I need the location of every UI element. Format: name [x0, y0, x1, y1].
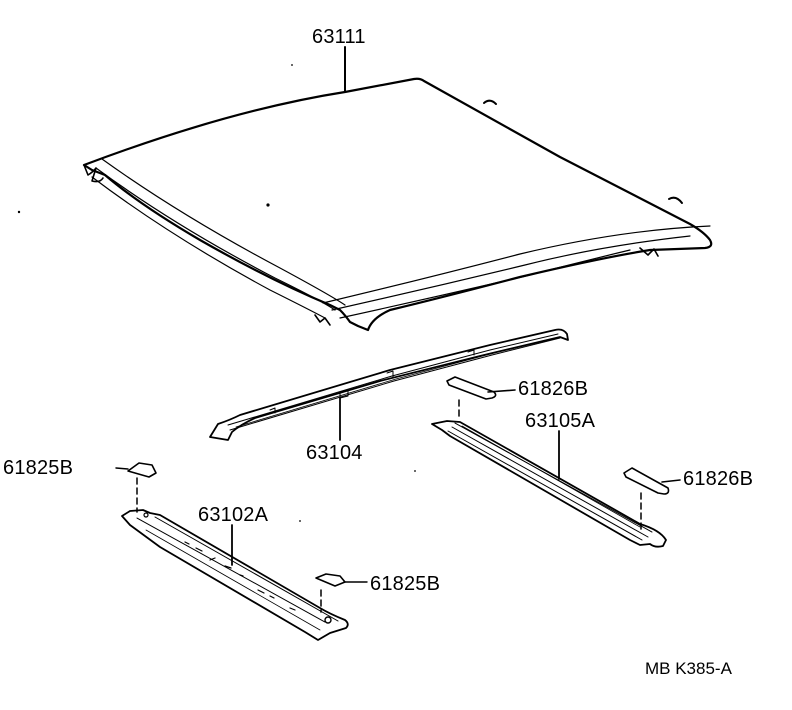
pad-61826b-upper-drawing — [446, 376, 516, 421]
label-63104: 63104 — [306, 442, 363, 464]
diagram-code: MB K385-A — [645, 659, 732, 678]
label-61825b-right: 61825B — [370, 573, 441, 595]
pad-61825b-right-drawing — [315, 573, 368, 613]
center-rail-drawing — [431, 420, 667, 548]
label-61825b-left: 61825B — [3, 457, 74, 479]
pad-61825b-left-drawing — [115, 462, 157, 513]
pad-61826b-lower-drawing — [623, 467, 681, 531]
label-63111: 63111 — [312, 26, 366, 48]
label-63105a: 63105A — [525, 410, 596, 432]
label-61826b-lower: 61826B — [683, 468, 754, 490]
label-61826b-upper: 61826B — [518, 378, 589, 400]
label-63102a: 63102A — [198, 504, 269, 526]
rear-rail-drawing — [121, 509, 349, 641]
roof-panel-drawing — [82, 46, 713, 332]
front-rail-drawing — [209, 328, 569, 441]
